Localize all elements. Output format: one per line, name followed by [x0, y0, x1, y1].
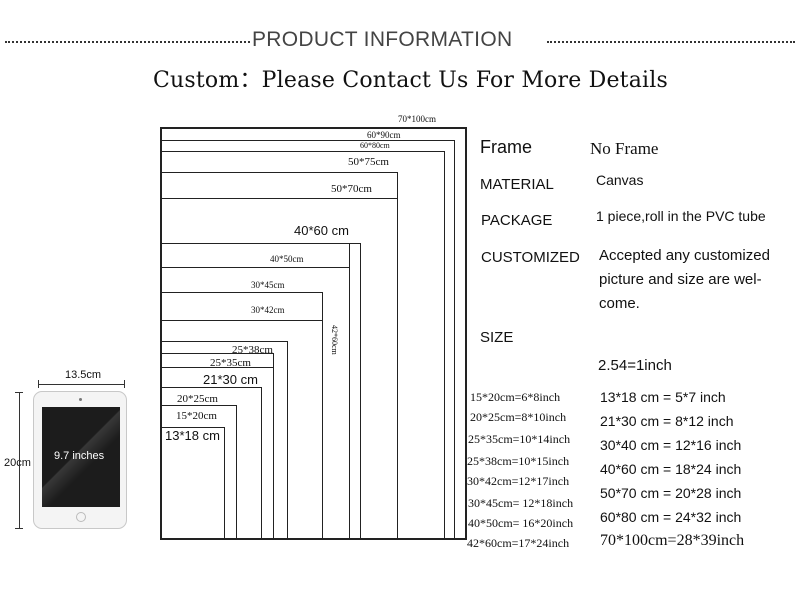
conversion-left-item: 20*25cm=8*10inch: [470, 410, 567, 424]
label-40x60: 40*60 cm: [294, 223, 349, 238]
label-30x42: 30*42cm: [251, 305, 285, 315]
package-value: 1 piece,roll in the PVC tube: [596, 208, 766, 224]
conversion-left-item: 30*45cm= 12*18inch: [468, 496, 574, 510]
frame-13x18: [160, 427, 225, 540]
tablet-image: 9.7 inches: [33, 391, 127, 529]
page-subtitle: Custom：Please Contact Us For More Detail…: [153, 68, 668, 93]
conversion-right-item: 50*70 cm = 20*28 inch: [600, 485, 742, 501]
label-42x60-vertical: 42*60cm: [330, 325, 339, 355]
label-60x80: 60*80cm: [360, 141, 390, 150]
tablet-home-button: [76, 512, 86, 522]
customized-value-line2: picture and size are wel-: [599, 271, 762, 288]
size-key: SIZE: [480, 329, 514, 346]
frame-key: Frame: [480, 137, 533, 157]
frame-value: No Frame: [590, 139, 659, 158]
tablet-camera: [79, 398, 82, 401]
label-70x100: 70*100cm: [398, 114, 436, 124]
label-40x50: 40*50cm: [270, 254, 304, 264]
tablet-width-label: 13.5cm: [65, 369, 102, 381]
conversion-left-item: 30*42cm=12*17inch: [467, 474, 570, 488]
label-20x25: 20*25cm: [177, 393, 218, 405]
conversion-right-item: 60*80 cm = 24*32 inch: [600, 509, 742, 525]
customized-key: CUSTOMIZED: [481, 249, 580, 266]
conversion-right-item: 70*100cm=28*39inch: [600, 532, 745, 549]
conversion-left-item: 25*38cm=10*15inch: [467, 454, 570, 468]
label-60x90: 60*90cm: [367, 130, 401, 140]
material-value: Canvas: [596, 172, 644, 188]
tablet-height-tick-top: [15, 392, 23, 393]
label-25x35: 25*35cm: [210, 357, 251, 369]
conversion-left-item: 42*60cm=17*24inch: [467, 536, 570, 550]
tablet-width-tick-right: [124, 380, 125, 388]
customized-value-line3: come.: [599, 295, 640, 312]
conversion-right-item: 40*60 cm = 18*24 inch: [600, 461, 742, 477]
label-13x18: 13*18 cm: [165, 428, 220, 443]
tablet-height-line: [19, 392, 20, 528]
package-key: PACKAGE: [481, 212, 553, 229]
conversion-left-item: 40*50cm= 16*20inch: [468, 516, 574, 530]
tablet-height-tick-bottom: [15, 528, 23, 529]
label-15x20: 15*20cm: [176, 410, 217, 422]
label-50x70: 50*70cm: [331, 183, 372, 195]
customized-value-line1: Accepted any customized: [599, 247, 770, 264]
tablet-height-label: 20cm: [4, 457, 31, 469]
tablet-screen-label: 9.7 inches: [54, 450, 105, 462]
conversion-right-item: 21*30 cm = 8*12 inch: [600, 413, 734, 429]
tablet-width-tick-left: [38, 380, 39, 388]
tablet-width-line: [38, 384, 124, 385]
page-title: PRODUCT INFORMATION: [252, 28, 513, 51]
conversion-right-item: 30*40 cm = 12*16 inch: [600, 437, 742, 453]
label-25x38: 25*38cm: [232, 344, 273, 356]
label-50x75: 50*75cm: [348, 156, 389, 168]
conversion-right-item: 13*18 cm = 5*7 inch: [600, 389, 726, 405]
material-key: MATERIAL: [480, 176, 554, 193]
header-dots-right: [547, 41, 795, 43]
label-21x30: 21*30 cm: [203, 372, 258, 387]
tablet-screen: 9.7 inches: [42, 407, 120, 507]
conversion-left-item: 25*35cm=10*14inch: [468, 432, 571, 446]
label-30x45: 30*45cm: [251, 280, 285, 290]
header-dots-left: [5, 41, 250, 43]
conversion-left-item: 15*20cm=6*8inch: [470, 390, 561, 404]
inch-note: 2.54=1inch: [598, 357, 672, 374]
